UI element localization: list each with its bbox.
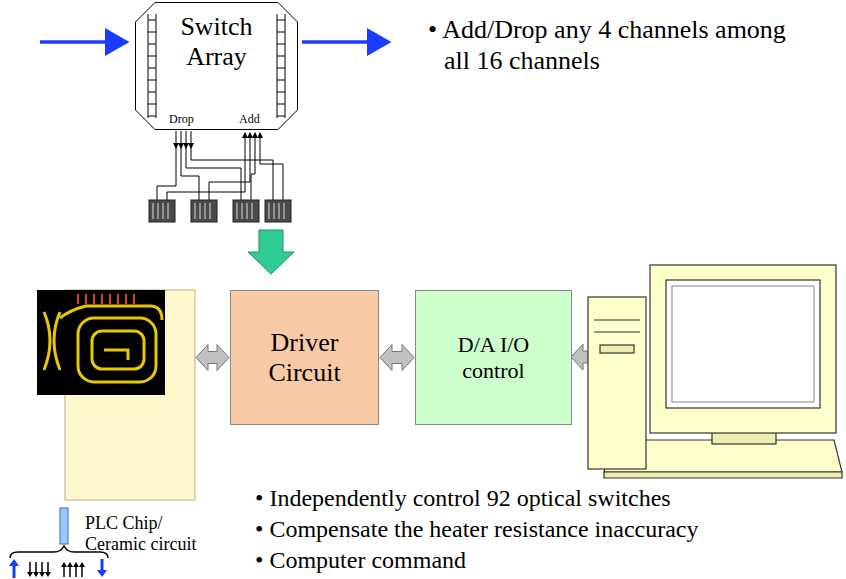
ladder-rung: [277, 32, 285, 33]
double-arrow: [196, 345, 229, 371]
fibre-connectors: [149, 200, 291, 222]
ladder-rung: [277, 68, 285, 69]
ladder-rung: [148, 32, 156, 33]
ladder-rung: [277, 44, 285, 45]
bullet-note: • Add/Drop any 4 channels among all 16 c…: [428, 14, 789, 76]
ladder-rail: [285, 14, 286, 118]
box-title: Switch Array: [135, 12, 298, 72]
box-label: Driver Circuit: [241, 328, 368, 388]
ladder-rail: [156, 14, 157, 118]
channel-arrows: [9, 559, 107, 578]
ladder-rung: [148, 20, 156, 21]
port-label: Drop: [169, 113, 194, 127]
ladder-rung: [277, 80, 285, 81]
ladder-rung: [277, 92, 285, 93]
ladder-rail: [277, 14, 278, 118]
ladder-rung: [277, 56, 285, 57]
fibre-lines: [157, 148, 283, 200]
process-box: Driver Circuit: [230, 290, 379, 425]
input-arrow: [40, 40, 126, 44]
port-arrows: [176, 131, 260, 150]
ladder-rung: [148, 68, 156, 69]
process-box: D/A I/O control: [415, 290, 572, 425]
ladder-rung: [148, 92, 156, 93]
ladder-rung: [148, 80, 156, 81]
ladder-rung: [277, 116, 285, 117]
bullet-note: • Independently control 92 optical switc…: [255, 484, 671, 513]
ladder-rail: [148, 14, 149, 118]
ladder-rung: [148, 116, 156, 117]
switch-shape: [136, 3, 298, 130]
switch-array: Switch ArrayDrop Add: [135, 2, 298, 130]
port-label: Add: [239, 113, 260, 127]
down-arrow: [248, 230, 294, 274]
fibre-ribbon: [60, 508, 68, 544]
box-label: D/A I/O control: [426, 332, 561, 383]
ladder-rung: [148, 56, 156, 57]
ladder-rung: [277, 20, 285, 21]
bullet-note: • Computer command: [255, 546, 466, 575]
chip-caption: PLC Chip/ Ceramic circuit: [85, 513, 210, 554]
ladder-rung: [277, 104, 285, 105]
computer-picture: [588, 265, 842, 478]
double-arrow: [380, 345, 414, 371]
ladder-rung: [148, 44, 156, 45]
bullet-note: • Compensate the heater resistance inacc…: [255, 515, 699, 544]
ladder-rung: [148, 104, 156, 105]
output-arrow: [302, 40, 388, 44]
plc-chip: PLC Chip/ Ceramic circuit: [37, 290, 195, 500]
plc-chip-picture: [37, 290, 195, 500]
